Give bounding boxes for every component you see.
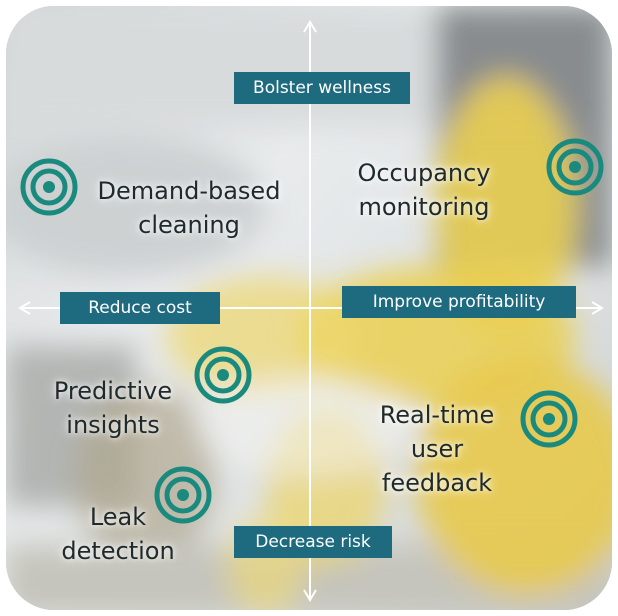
axis-label-right: Improve profitability [342, 286, 576, 318]
axis-label-top: Bolster wellness [234, 72, 410, 104]
target-icon [194, 346, 252, 404]
target-icon [520, 390, 578, 448]
target-icon [20, 158, 78, 216]
target-icon [154, 466, 212, 524]
item-leak-detection: Leak detection [50, 500, 186, 568]
item-real-time-user-feedback: Real-time user feedback [372, 398, 502, 500]
diagram-frame: Bolster wellness Reduce cost Improve pro… [6, 6, 612, 610]
arrow-up-icon [303, 20, 317, 33]
item-line: monitoring [358, 193, 490, 221]
axis-label-bottom: Decrease risk [234, 526, 392, 558]
arrow-right-icon [591, 301, 604, 315]
item-line: user [410, 435, 464, 463]
item-line: Demand-based [97, 177, 281, 205]
item-line: insights [66, 411, 160, 439]
item-predictive-insights: Predictive insights [40, 374, 186, 442]
target-icon [546, 138, 604, 196]
item-demand-based-cleaning: Demand-based cleaning [86, 174, 292, 242]
arrow-down-icon [303, 589, 317, 602]
item-line: Leak [89, 503, 147, 531]
item-occupancy-monitoring: Occupancy monitoring [346, 156, 502, 224]
item-line: feedback [381, 469, 493, 497]
axis-label-left: Reduce cost [60, 292, 220, 324]
item-line: detection [61, 537, 175, 565]
item-line: cleaning [138, 211, 240, 239]
item-line: Predictive [53, 377, 173, 405]
item-line: Occupancy [357, 159, 491, 187]
item-line: Real-time [379, 401, 495, 429]
arrow-left-icon [18, 301, 31, 315]
